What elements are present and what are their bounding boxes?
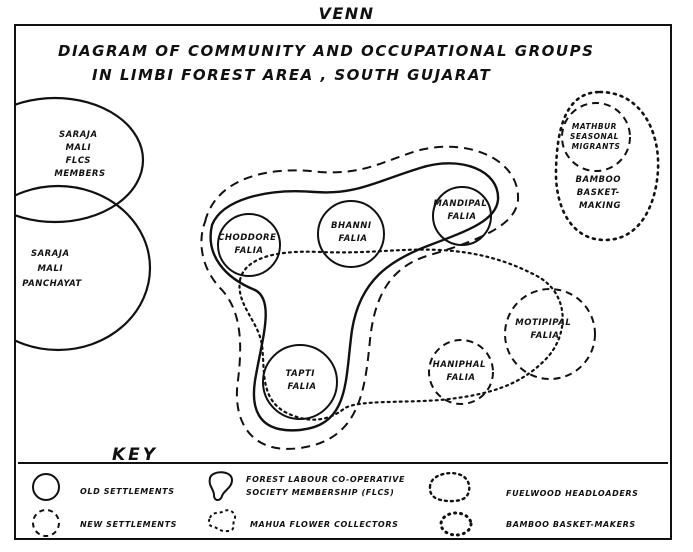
bamboo-basket-making-boundary bbox=[554, 90, 660, 242]
label-bhanni-falia: BHANNI FALIA bbox=[331, 221, 375, 244]
title-venn: VENN bbox=[318, 4, 375, 23]
node-labels: SARAJA MALI FLCS MEMBERS SARAJA MALI PAN… bbox=[22, 122, 625, 392]
fuelwood-headloaders-boundary bbox=[238, 248, 564, 421]
label-haniphal-falia: HANIPHAL FALIA bbox=[433, 360, 490, 383]
key-old-settlement-symbol bbox=[32, 473, 60, 501]
key-fuelwood-label: FUELWOOD HEADLOADERS bbox=[506, 489, 639, 498]
mahua-collectors-boundary bbox=[200, 145, 520, 450]
label-tapti-falia: TAPTI FALIA bbox=[286, 369, 319, 392]
motipipal-falia-circle bbox=[504, 288, 596, 380]
key-fuelwood-symbol bbox=[428, 472, 471, 503]
bhanni-falia-circle bbox=[317, 200, 385, 268]
tapti-falia-circle bbox=[262, 344, 338, 420]
key-mahua-symbol bbox=[207, 509, 236, 533]
key-old-settlements-label: OLD SETTLEMENTS bbox=[80, 487, 175, 496]
key-new-settlements-label: NEW SETTLEMENTS bbox=[80, 520, 177, 529]
title-line-1: DIAGRAM OF COMMUNITY AND OCCUPATIONAL GR… bbox=[58, 42, 595, 60]
label-saraja-mali-flcs: SARAJA MALI FLCS MEMBERS bbox=[54, 130, 105, 179]
key-section: KEY OLD SETTLEMENTS NEW SETTLEMENTS FORE… bbox=[18, 445, 668, 537]
key-title: KEY bbox=[112, 445, 158, 465]
haniphal-falia-circle bbox=[428, 339, 494, 405]
key-bamboo-label: BAMBOO BASKET-MAKERS bbox=[506, 520, 636, 529]
mathbur-migrants-circle bbox=[561, 102, 631, 172]
key-bamboo-symbol bbox=[439, 511, 473, 537]
flcs-membership-boundary bbox=[209, 162, 500, 432]
title-line-2: IN LIMBI FOREST AREA , SOUTH GUJARAT bbox=[92, 66, 492, 84]
label-mandipal-falia: MANDIPAL FALIA bbox=[433, 199, 490, 222]
key-flcs-symbol bbox=[208, 471, 234, 501]
saraja-mali-flcs-circle bbox=[16, 96, 145, 224]
diagram-frame bbox=[14, 24, 672, 540]
saraja-mali-panchayat-circle bbox=[16, 184, 152, 352]
key-new-settlement-symbol bbox=[32, 509, 60, 537]
key-flcs-label-line2: SOCIETY MEMBERSHIP (FLCS) bbox=[246, 488, 394, 497]
key-mahua-label: MAHUA FLOWER COLLECTORS bbox=[250, 520, 398, 529]
label-saraja-mali-panchayat: SARAJA MALI PANCHAYAT bbox=[22, 249, 82, 289]
label-mathbur-migrants: MATHBUR SEASONAL MIGRANTS bbox=[570, 122, 622, 151]
label-bamboo-basket-making: BAMBOO BASKET- MAKING bbox=[576, 175, 625, 211]
label-motipipal-falia: MOTIPIPAL FALIA bbox=[515, 318, 574, 341]
key-flcs-label-line1: FOREST LABOUR CO-OPERATIVE bbox=[246, 475, 405, 484]
label-choddore-falia: CHODDORE FALIA bbox=[218, 233, 280, 256]
choddore-falia-circle bbox=[217, 213, 281, 277]
mandipal-falia-circle bbox=[432, 186, 492, 246]
